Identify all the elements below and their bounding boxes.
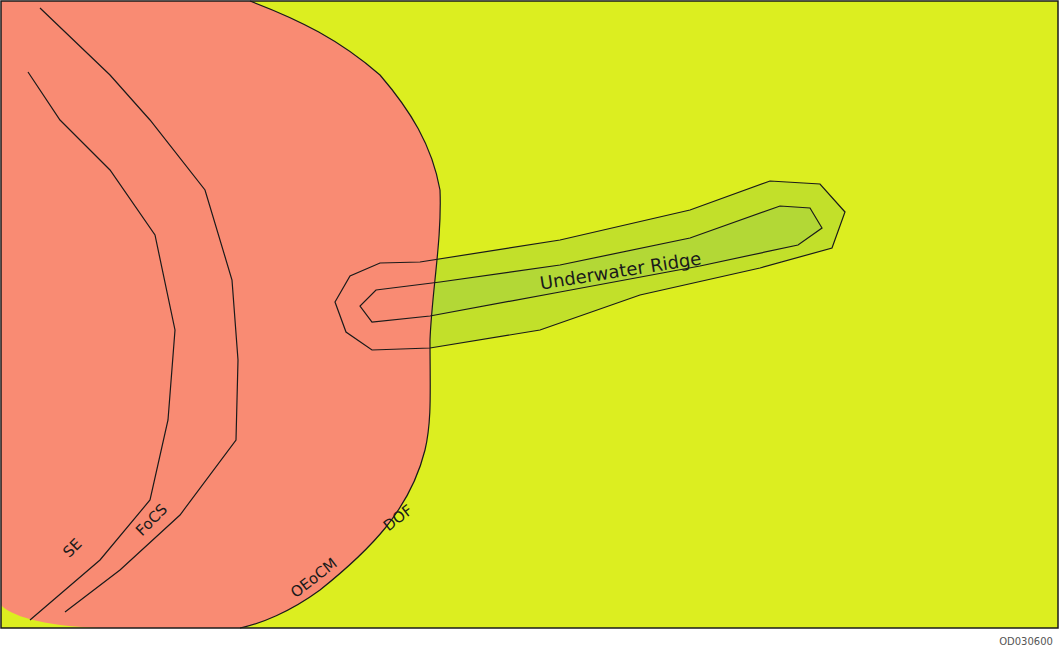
ridge-outer-contour bbox=[335, 181, 845, 350]
shoreline-line bbox=[28, 72, 175, 620]
depth-of-closure-line bbox=[240, 1, 440, 628]
foot-of-shore-line bbox=[40, 8, 238, 612]
map-frame bbox=[1, 1, 1058, 628]
nearshore-area bbox=[1, 1, 440, 628]
figure-code: OD030600 bbox=[999, 636, 1053, 647]
offshore-area bbox=[1, 1, 1058, 628]
ridge-inner-contour bbox=[360, 206, 822, 322]
